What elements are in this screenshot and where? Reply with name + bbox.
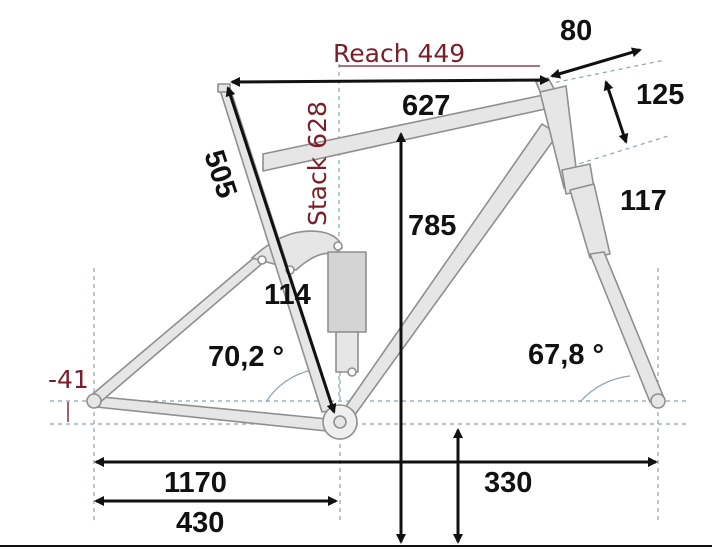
seat-angle-label: 70,2 ° (208, 341, 284, 373)
wheelbase-label: 1170 (164, 467, 227, 499)
fork-upper (569, 183, 611, 259)
bike-frame (86, 77, 666, 440)
head-tube-label: 117 (620, 185, 667, 217)
seat-stay (87, 255, 265, 405)
fork-lower (589, 251, 665, 403)
front-axle (650, 393, 666, 409)
stem-arrow (550, 47, 642, 79)
stem-length-label: 80 (560, 15, 592, 47)
stack-label: Stack 628 (303, 101, 332, 226)
top-tube-arrow (230, 75, 550, 87)
reach-label: Reach 449 (333, 39, 465, 68)
seat-tube-label: 505 (197, 146, 242, 202)
reference-lines (50, 59, 690, 520)
bottom-bracket-inner (333, 415, 347, 429)
seat-tube-arrow (225, 86, 337, 414)
rear-shock-body (327, 251, 367, 333)
standover-label: 785 (408, 210, 456, 242)
chainstay-label: 430 (176, 507, 224, 539)
bb-drop-label: -41 (48, 365, 89, 394)
spacer-arrow (603, 80, 629, 144)
rocker-pivot-1 (257, 255, 267, 265)
rear-axle (86, 393, 102, 409)
rocker-pivot-3 (333, 241, 343, 251)
shock-pivot (347, 367, 357, 377)
rear-shock-shaft (335, 331, 359, 373)
front-center-label: 330 (484, 467, 532, 499)
seat-angle-arc (265, 369, 313, 403)
head-angle-label: 67,8 ° (528, 339, 604, 371)
dimension-arrows (94, 47, 658, 544)
down-tube (341, 123, 559, 417)
stem-ref-2 (571, 135, 669, 167)
rear-travel-label: 114 (264, 279, 311, 311)
head-angle-arc (579, 375, 631, 403)
spacer-stack-label: 125 (636, 79, 684, 111)
top-tube-label: 627 (402, 90, 450, 122)
